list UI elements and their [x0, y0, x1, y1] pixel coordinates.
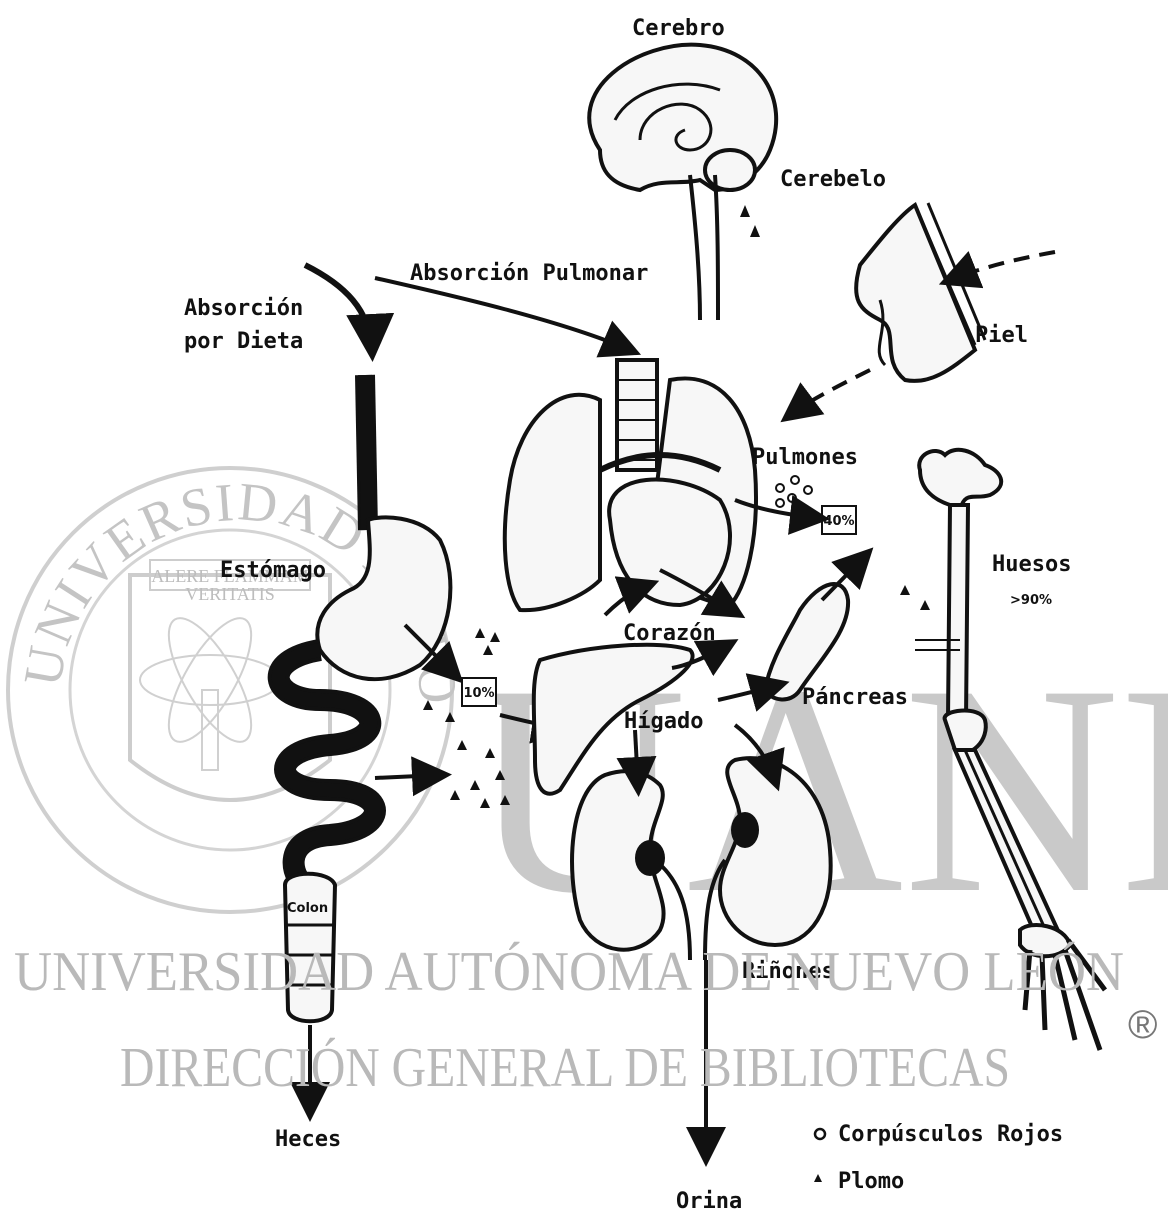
skin [856, 203, 985, 381]
watermark-line-2: DIRECCIÓN GENERAL DE BIBLIOTECAS [120, 1036, 1010, 1099]
label-orina: Orina [676, 1189, 742, 1214]
arrow-skin-in [950, 252, 1055, 280]
arrow-skin-out [790, 370, 870, 415]
arrow-diet [305, 265, 372, 350]
label-huesos-pct: >90% [1010, 593, 1052, 608]
legend-corpusculos: Corpúsculos Rojos [838, 1122, 1063, 1147]
label-cerebro: Cerebro [632, 16, 725, 41]
label-absorcion-pulmonar: Absorción Pulmonar [410, 261, 648, 286]
label-corazon: Corazón [623, 621, 716, 646]
label-pulmones: Pulmones [752, 445, 858, 470]
label-estomago: Estómago [220, 558, 326, 583]
arrow-intestine-blood [375, 775, 440, 778]
arrow-heart-up [605, 585, 648, 615]
legend: Corpúsculos Rojos Plomo [814, 1122, 1063, 1194]
lead-drops-bone [900, 585, 930, 610]
label-colon: Colon [287, 901, 328, 916]
label-pct-lungs: 40% [823, 514, 854, 529]
watermark-motto-2: VERITATIS [185, 584, 275, 604]
legend-lead-icon [814, 1174, 822, 1182]
label-heces: Heces [275, 1127, 341, 1152]
arrow-pulmonary [375, 278, 630, 350]
label-pct-gut: 10% [463, 686, 494, 701]
label-por-dieta: por Dieta [184, 329, 303, 354]
watermark-registered: ® [1128, 1003, 1157, 1047]
label-piel: Piel [975, 323, 1028, 348]
legend-plomo: Plomo [838, 1169, 904, 1194]
watermark-line-1: UNIVERSIDAD AUTÓNOMA DE NUEVO LEÓN [14, 940, 1124, 1003]
lungs [505, 360, 756, 610]
legend-rbc-icon [815, 1129, 825, 1139]
label-cerebelo: Cerebelo [780, 167, 886, 192]
rbc-cluster-lungs [776, 476, 812, 507]
label-pancreas: Páncreas [802, 685, 908, 710]
label-huesos: Huesos [992, 552, 1071, 577]
label-absorcion: Absorción [184, 296, 303, 321]
